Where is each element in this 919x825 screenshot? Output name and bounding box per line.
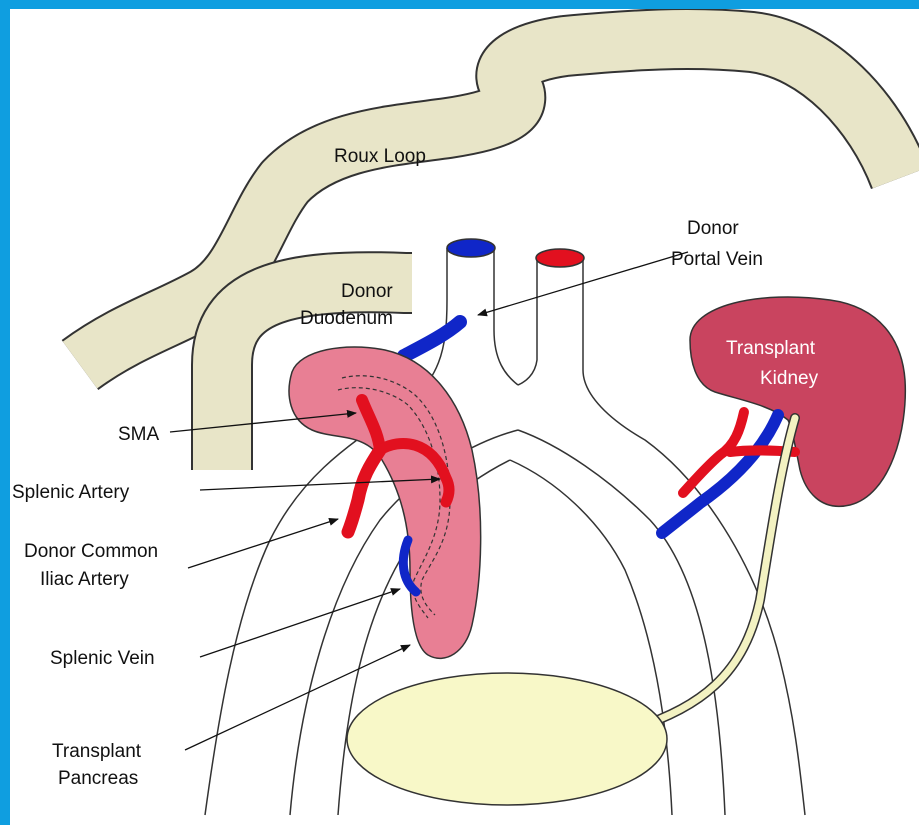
label-donor-duodenum-line2: Duodenum xyxy=(300,308,393,329)
label-donor-portal-vein-line1: Donor xyxy=(687,218,739,239)
label-transplant-pancreas-line2: Pancreas xyxy=(58,768,138,789)
aorta-opening xyxy=(536,249,584,267)
label-sma: SMA xyxy=(118,424,160,445)
label-transplant-kidney-line2: Kidney xyxy=(760,368,819,389)
pancreas-kidney-transplant-diagram: Roux Loop Donor Portal Vein Donor Duoden… xyxy=(10,9,919,825)
label-transplant-kidney-line1: Transplant xyxy=(726,338,816,359)
label-donor-common-iliac-line1: Donor Common xyxy=(24,541,158,562)
diagram-canvas: Roux Loop Donor Portal Vein Donor Duoden… xyxy=(10,9,919,825)
label-donor-common-iliac-line2: Iliac Artery xyxy=(40,569,129,590)
label-splenic-vein: Splenic Vein xyxy=(50,648,155,669)
bladder xyxy=(347,673,667,805)
transplant-kidney xyxy=(690,297,905,506)
arrow-icon xyxy=(200,589,400,657)
arrow-icon xyxy=(188,519,338,568)
label-splenic-artery: Splenic Artery xyxy=(12,482,130,503)
donor-portal-vein xyxy=(404,322,460,356)
ureter xyxy=(596,418,795,740)
label-donor-portal-vein-line2: Portal Vein xyxy=(671,249,763,270)
label-donor-duodenum-line1: Donor xyxy=(341,281,393,302)
label-transplant-pancreas-line1: Transplant xyxy=(52,741,142,762)
transplant-pancreas xyxy=(289,347,481,658)
vena-cava-opening xyxy=(447,239,495,257)
label-roux-loop: Roux Loop xyxy=(334,146,426,167)
